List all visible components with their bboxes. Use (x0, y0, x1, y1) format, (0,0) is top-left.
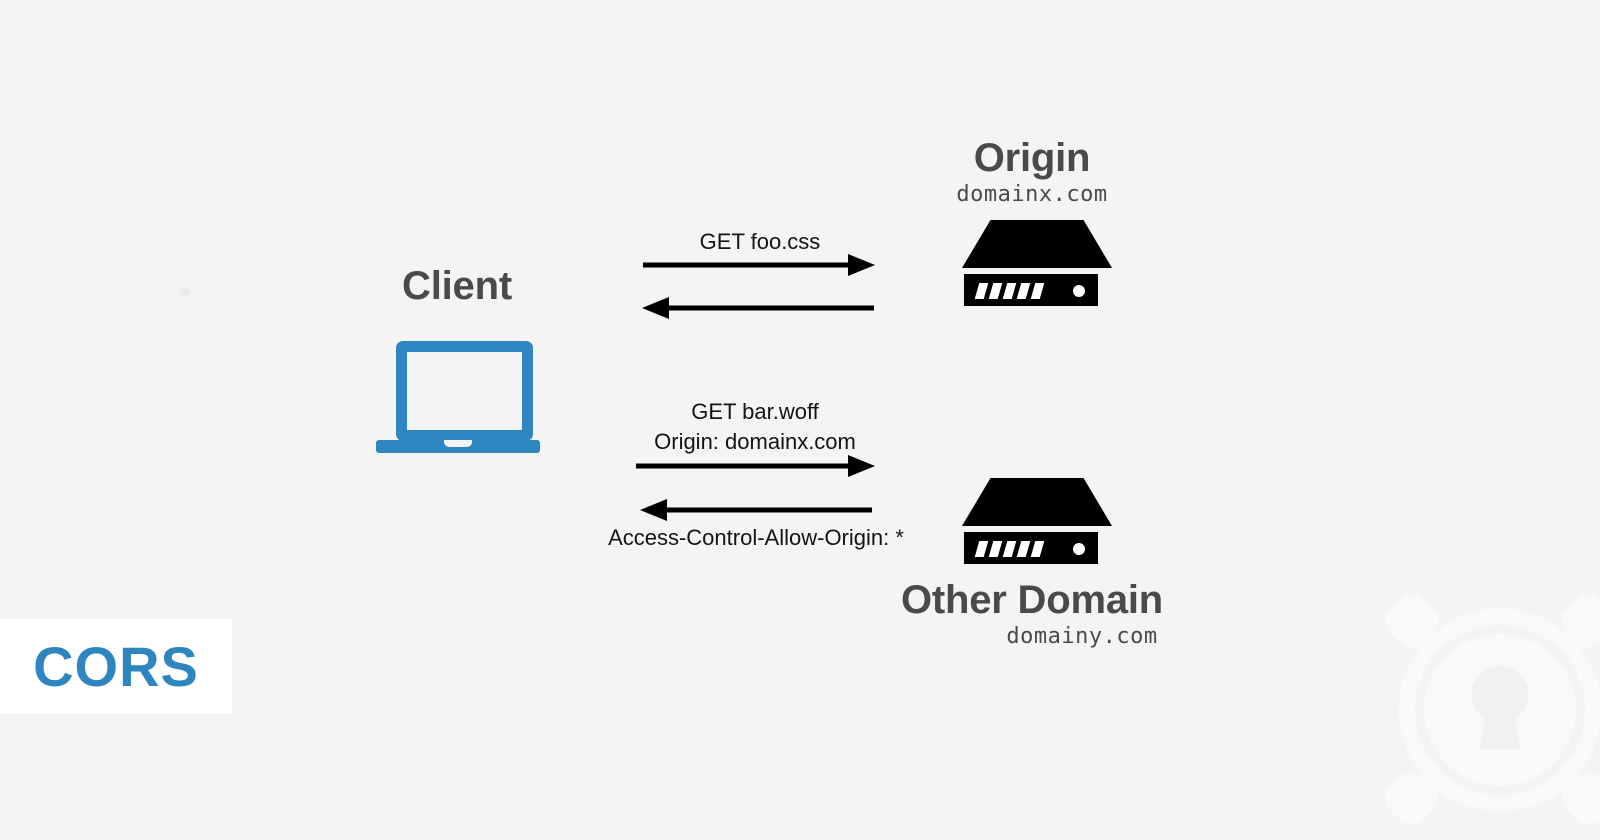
server-led-icon (1073, 285, 1085, 297)
arrow-response-foo (638, 295, 874, 321)
server-led-icon (1073, 543, 1085, 555)
server-body-icon (964, 532, 1098, 564)
cors-banner: CORS (0, 619, 232, 714)
origin-server-icon (962, 220, 1112, 306)
server-body-icon (964, 274, 1098, 306)
arrow-response-bar (636, 497, 872, 523)
server-top-icon (962, 478, 1112, 526)
flow-label-get-bar-line2: Origin: domainx.com (654, 429, 856, 454)
flow-label-get-foo: GET foo.css (699, 229, 821, 254)
flow-label-access-control-allow-origin: Access-Control-Allow-Origin: * (608, 525, 904, 550)
diagram-canvas: Client Origin domainx.com (0, 136, 1164, 714)
arrow-get-foo (643, 252, 875, 278)
other-domain-server-icon (962, 478, 1112, 564)
background-speck (179, 287, 191, 296)
client-title: Client (402, 264, 512, 308)
lock-gear-watermark (1384, 594, 1600, 826)
origin-title: Origin (973, 136, 1091, 180)
flow-label-get-bar-line1: GET bar.woff (691, 399, 819, 424)
laptop-notch-icon (444, 440, 472, 447)
other-domain-subtitle: domainy.com (1006, 624, 1158, 649)
arrow-get-bar (636, 453, 875, 479)
laptop-screen-icon (396, 341, 533, 441)
laptop-icon (376, 341, 540, 454)
origin-subtitle: domainx.com (956, 182, 1108, 207)
flow-label-get-bar: GET bar.woff Origin: domainx.com (595, 397, 915, 457)
server-top-icon (962, 220, 1112, 268)
cors-banner-label: CORS (33, 635, 199, 698)
other-domain-title: Other Domain (900, 578, 1164, 622)
